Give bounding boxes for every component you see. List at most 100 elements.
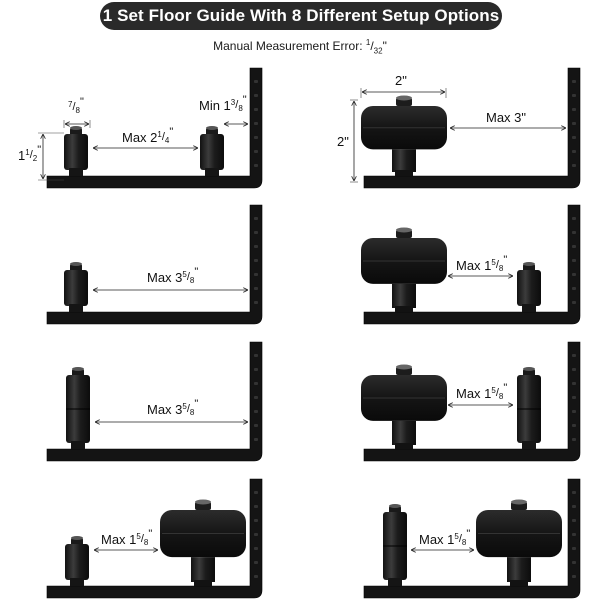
bracket-plate [46, 341, 263, 462]
bracket-slot [572, 368, 576, 371]
page-title-text: 1 Set Floor Guide With 8 Different Setup… [102, 6, 500, 25]
measurement-error-frac-num: 1 [365, 38, 371, 47]
dimension-gap-label: Max 15/8" [456, 382, 507, 401]
roller-body [200, 134, 224, 170]
roller-base [522, 304, 536, 312]
bracket-slot [572, 164, 576, 167]
bracket-slot [254, 424, 258, 427]
bracket-slot [254, 136, 258, 139]
bracket-slot [572, 382, 576, 385]
wheel-axle [392, 283, 416, 308]
wheel-base [395, 306, 413, 312]
bracket-slot [254, 287, 258, 290]
measurement-error-note: Manual Measurement Error: 1/32" [213, 38, 387, 56]
bracket-plate [363, 67, 581, 189]
bracket-slot [254, 354, 258, 357]
bracket-slot [254, 519, 258, 522]
dimension-gap-label: Max 15/8" [419, 528, 470, 547]
bracket-slot [254, 301, 258, 304]
bracket-slot [254, 396, 258, 399]
measurement-error-prefix: Manual Measurement Error: [213, 39, 366, 53]
roller-cap-top [70, 126, 82, 130]
wheel-base [395, 170, 413, 176]
measurement-error-frac-den: 32 [373, 46, 383, 56]
bracket-slot [572, 150, 576, 153]
bracket-slot [254, 547, 258, 550]
bracket-slot [572, 519, 576, 522]
roller-base [69, 168, 83, 176]
wheel-bolt-top [195, 499, 211, 505]
panel-option-7: Max 15/8" [46, 478, 263, 599]
bracket-slot [254, 533, 258, 536]
bracket-slot [572, 491, 576, 494]
wheel-bolt-top [511, 499, 527, 505]
panel-option-4: Max 15/8" [361, 204, 581, 325]
bracket-slot [254, 231, 258, 234]
dimension-gap-label: Max 35/8" [147, 266, 198, 285]
roller-base [522, 441, 536, 449]
bracket-slot [254, 410, 258, 413]
dimension-height-label: 11/2" [18, 144, 41, 163]
bracket-slot [572, 354, 576, 357]
panel-option-3: Max 35/8" [46, 204, 263, 325]
bracket-slot [254, 80, 258, 83]
bracket-plate [363, 478, 581, 599]
bracket-slot [572, 438, 576, 441]
bracket-plate [46, 478, 263, 599]
dimension-gap-label: Max 15/8" [456, 254, 507, 273]
roller-body [64, 134, 88, 170]
dimension-gap-label: Max 15/8" [101, 528, 152, 547]
dimension-width-label: 2" [395, 73, 407, 88]
wheel-base [194, 580, 212, 586]
roller-cap-top [206, 126, 218, 130]
wheel-bolt-top [396, 95, 412, 101]
wheel-axle [191, 557, 215, 582]
roller-cap-top [71, 536, 83, 540]
dimension-width-label: 7/8" [68, 96, 84, 115]
bracket-slot [254, 273, 258, 276]
bracket-slot [572, 94, 576, 97]
bracket-slot [572, 533, 576, 536]
bracket-slot [254, 382, 258, 385]
roller-base [205, 168, 219, 176]
bracket-plate [46, 67, 263, 189]
wheel-axle [507, 557, 531, 582]
roller-cap-top [72, 367, 84, 371]
bracket-slot [572, 259, 576, 262]
dimension-gap-label: Max 35/8" [147, 398, 198, 417]
bracket-slot [572, 424, 576, 427]
bracket-slot [254, 150, 258, 153]
bracket-slot [572, 396, 576, 399]
bracket-slot [254, 108, 258, 111]
panel-option-1: 7/8"11/2"Max 21/4"Min 13/8" [18, 67, 263, 189]
bracket-slot [572, 410, 576, 413]
dimension-height-label: 2" [337, 134, 349, 149]
bracket-slot [572, 245, 576, 248]
roller-base [388, 578, 402, 586]
panel-option-5: Max 35/8" [46, 341, 263, 462]
bracket-slot [254, 164, 258, 167]
bracket-slot [572, 505, 576, 508]
bracket-slot [254, 561, 258, 564]
roller-base [71, 441, 85, 449]
bracket-slot [254, 368, 258, 371]
bracket-plate [363, 341, 581, 462]
roller-base [69, 304, 83, 312]
wheel-base [510, 580, 528, 586]
panel-option-2: 2" 2" Max 3" [337, 67, 581, 189]
bracket-slot [254, 505, 258, 508]
bracket-slot [572, 287, 576, 290]
panel-option-6: Max 15/8" [361, 341, 581, 462]
bracket-slot [572, 108, 576, 111]
bracket-slot [572, 561, 576, 564]
panel-option-8: Max 15/8" [363, 478, 581, 599]
bracket-slot [572, 273, 576, 276]
dimension-gap-label: Max 3" [486, 110, 526, 125]
roller-base [70, 578, 84, 586]
bracket-slot [572, 217, 576, 220]
roller-cap-top [70, 262, 82, 266]
bracket-slot [572, 136, 576, 139]
roller-body [65, 544, 89, 580]
bracket-slot [254, 259, 258, 262]
